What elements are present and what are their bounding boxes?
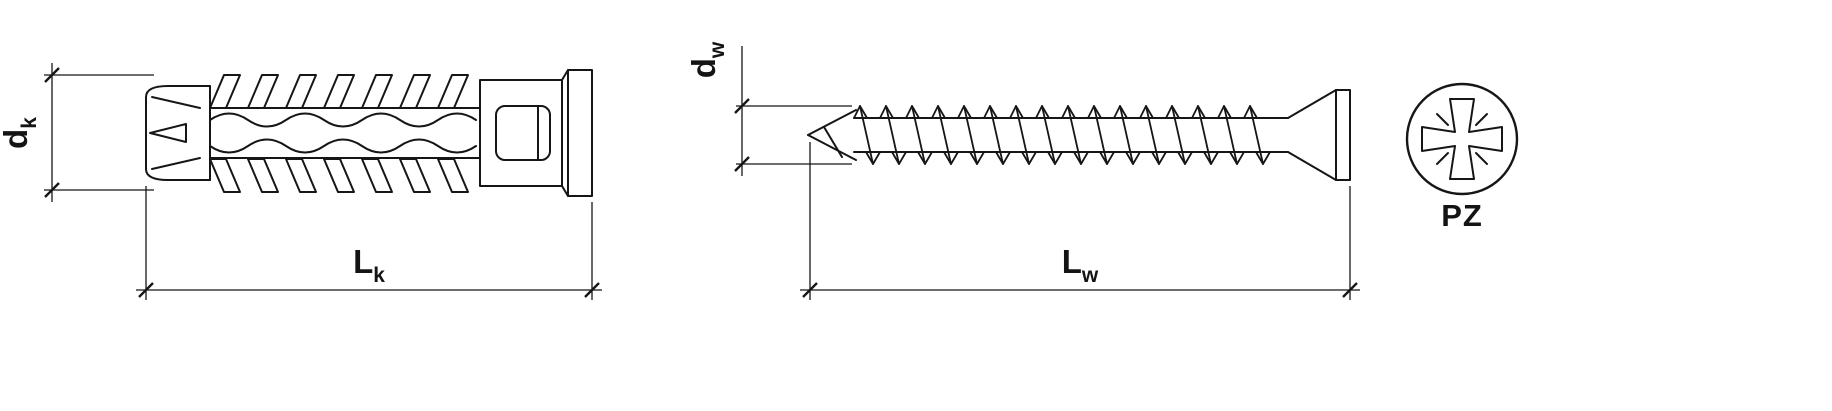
screw-diameter-dimension [734,46,852,176]
pozidriv-symbol [1405,82,1519,196]
wall-plug-drawing [145,69,593,197]
screw-drawing [807,89,1351,181]
plug-barbs-top [209,74,469,109]
pozidriv-cross-icon [1421,98,1503,180]
plug-length-label: Lk [353,243,385,287]
screw-length-label: Lw [1062,243,1099,287]
drive-label: PZ [1441,198,1483,233]
plug-diameter-label: dk [0,117,41,149]
dimension-ticks [734,98,750,172]
plug-nose [145,85,211,181]
screw-tip [807,109,857,161]
screw-head [1287,89,1351,181]
plug-flange [561,69,593,197]
screw-diameter-label: dw [685,41,729,78]
screw-thread [853,105,1289,165]
plug-length-dimension [136,186,602,300]
plug-barbs-bottom [209,158,469,193]
plug-collar [479,79,563,187]
plug-collar-hole [495,105,551,161]
screw-length-dimension [800,142,1360,300]
dimension-ticks [802,282,1358,298]
dimension-ticks [44,67,60,198]
plug-body [209,74,481,193]
plug-diameter-dimension [44,63,154,202]
dimension-ticks [138,282,600,298]
drive-circle [1405,82,1519,196]
